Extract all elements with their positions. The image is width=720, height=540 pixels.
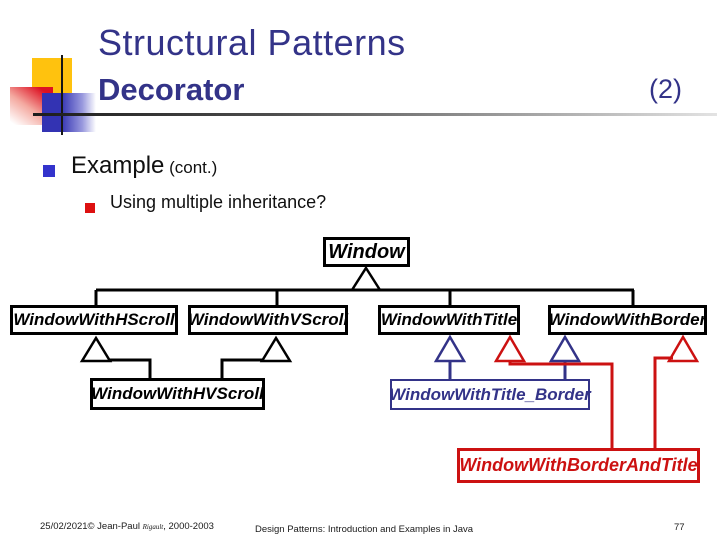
bullet-level1: Example (cont.) [71,152,217,180]
connector-borderandtitle-to-border [653,356,673,449]
connector-hvscroll-to-hscroll [108,358,152,379]
footer-page-number: 77 [674,522,685,533]
connector-hvscroll-to-vscroll [220,358,264,379]
class-box-windowwithtitle: WindowWithTitle [378,305,520,335]
bullet-level1-label: Example [71,152,165,179]
generalization-triangle-vscroll [259,335,293,363]
generalization-triangle-border-red [666,334,700,363]
footer-course-title: Design Patterns: Introduction and Exampl… [255,524,474,535]
class-box-window: Window [323,237,410,267]
class-box-windowwithborder: WindowWithBorder [548,305,707,335]
footer-date-copyright: 25/02/2021© Jean-Paul [40,521,143,532]
logo-vertical-line [61,55,63,135]
footer-author-name: Rigault [142,523,164,531]
class-box-windowwithhscroll: WindowWithHScroll [10,305,178,335]
class-box-windowwithborderandtitle: WindowWithBorderAndTitle [457,448,700,483]
title-underline [33,113,717,116]
page-subtitle: Decorator [98,72,245,107]
sub-bullet-square-icon [85,203,95,213]
footer-years: , 2000-2003 [163,521,214,532]
class-box-windowwithvscroll: WindowWithVScroll [188,305,348,335]
class-box-windowwithtitle-border: WindowWithTitle_Border [389,379,591,410]
footer-copyright: 25/02/2021© Jean-Paul Rigault, 2000-2003 [40,521,214,532]
bullet-square-icon [43,165,55,177]
generalization-triangle-title-navy [433,334,467,363]
generalization-triangle-border-navy [548,334,582,363]
logo-blue-square [42,93,96,132]
generalization-triangle-title-red [493,334,527,363]
generalization-triangle-window [349,265,383,292]
page-title: Structural Patterns [98,22,406,63]
bullet-level1-suffix: (cont.) [164,158,218,177]
generalization-triangle-hscroll [79,335,113,363]
class-box-windowwithhvscroll: WindowWithHVScroll [90,378,265,410]
bullet-level2: Using multiple inheritance? [110,192,327,212]
slide-part-counter: (2) [649,74,682,104]
